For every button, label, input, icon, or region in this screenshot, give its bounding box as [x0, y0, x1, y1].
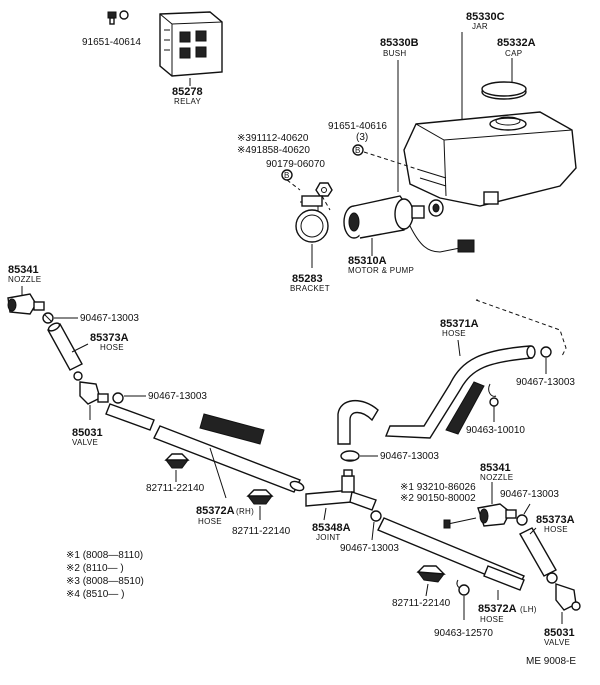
label-bolt-91651-40616: 91651-40616	[328, 121, 387, 132]
label-jar-name: JAR	[472, 22, 488, 31]
label-valve-left-name: VALVE	[72, 438, 98, 447]
label-hose-lh-name: HOSE	[480, 615, 504, 624]
label-valve-left-number: 85031	[72, 427, 103, 439]
label-hose-lh-tag: (LH)	[520, 605, 537, 614]
label-valve-right-number: 85031	[544, 627, 575, 639]
label-nozzle-left-number: 85341	[8, 264, 39, 276]
cap-part	[481, 81, 527, 100]
relay-part	[159, 11, 223, 77]
label-note-391112: ※391112-40620	[237, 133, 309, 144]
label-joint-name: JOINT	[316, 533, 341, 542]
label-clip-joint: 90467-13003	[340, 543, 399, 554]
label-clamp-1: 82711-22140	[146, 483, 205, 494]
legend-item: ※3 (8008—8510)	[66, 576, 144, 587]
label-hose-left-number: 85373A	[90, 332, 129, 344]
label-hose-main-name: HOSE	[442, 329, 466, 338]
valve-right-part	[546, 572, 581, 611]
label-clip-90463-12570: 90463-12570	[434, 628, 493, 639]
label-relay-name: RELAY	[174, 97, 202, 106]
label-relay-number: 85278	[172, 86, 203, 98]
clip-center-part	[340, 450, 360, 462]
hose-lh-stub-part	[483, 565, 525, 591]
legend-item: ※2 (8110— )	[66, 563, 124, 574]
label-clip-mid-left: 90467-13003	[148, 391, 207, 402]
clamp-3-part	[416, 565, 446, 583]
bolt-part	[107, 10, 129, 25]
clip-90463-12570-part	[456, 579, 470, 596]
hose-short-bend-part	[337, 400, 379, 445]
bracket-part	[295, 195, 329, 243]
valve-left-part	[73, 371, 109, 405]
label-hose-rh-number: 85372A	[196, 505, 235, 517]
label-cap-name: CAP	[505, 49, 522, 58]
label-motor-number: 85310A	[348, 255, 387, 267]
joint-part	[305, 469, 377, 511]
label-hose-rh-tag: (RH)	[236, 507, 254, 516]
hose-main-part	[384, 345, 536, 439]
label-clip-center: 90467-13003	[380, 451, 439, 462]
protector-left-part	[199, 413, 265, 445]
label-hose-right-short-name: HOSE	[544, 525, 568, 534]
clip-mid-left-part	[112, 392, 124, 404]
label-clip-right-nozzle: 90467-13003	[500, 489, 559, 500]
label-note-90150: ※2 90150-80002	[400, 493, 476, 504]
label-bush-number: 85330B	[380, 37, 419, 49]
label-bracket-number: 85283	[292, 273, 323, 285]
clip-right-top-part	[540, 346, 552, 358]
clamp-2-part	[246, 489, 274, 505]
clip-right-nozzle-part	[516, 514, 528, 526]
label-motor-name: MOTOR & PUMP	[348, 266, 414, 275]
label-hose-lh-number: 85372A	[478, 603, 517, 615]
label-hose-right-short-number: 85373A	[536, 514, 575, 526]
label-clip-top-left: 90467-13003	[80, 313, 139, 324]
hose-left-part	[47, 322, 83, 371]
footer-code: ME 9008-E	[526, 656, 576, 667]
nut-part	[315, 182, 333, 197]
label-clamp-2: 82711-22140	[232, 526, 291, 537]
svg-text:B: B	[355, 146, 361, 155]
hose-right-short-part	[519, 527, 557, 577]
label-bolt-quantity: (3)	[356, 132, 368, 143]
label-hose-rh-name: HOSE	[198, 517, 222, 526]
label-bush-name: BUSH	[383, 49, 406, 58]
label-nut-90179: 90179-06070	[266, 159, 325, 170]
label-joint-number: 85348A	[312, 522, 351, 534]
label-nozzle-right-name: NOZZLE	[480, 473, 513, 482]
label-cap-number: 85332A	[497, 37, 536, 49]
label-clip-90463-10010: 90463-10010	[466, 425, 525, 436]
label-jar-number: 85330C	[466, 11, 505, 23]
legend-item: ※4 (8510— )	[66, 589, 124, 600]
label-valve-right-name: VALVE	[544, 638, 570, 647]
motor-pump-part	[343, 195, 475, 253]
jar-part	[403, 111, 577, 207]
clip-90463-10010-part	[488, 383, 499, 407]
hose-rh-part	[153, 425, 305, 493]
clip-top-left-part	[42, 312, 54, 324]
clip-joint-part	[370, 510, 382, 522]
label-nozzle-left-name: NOZZLE	[8, 275, 41, 284]
svg-text:B: B	[284, 171, 290, 180]
label-nozzle-right-number: 85341	[480, 462, 511, 474]
label-hose-left-name: HOSE	[100, 343, 124, 352]
clamp-1-part	[164, 453, 190, 469]
label-clamp-3: 82711-22140	[392, 598, 451, 609]
screw-part	[443, 517, 477, 529]
nozzle-right-part	[477, 503, 517, 527]
nozzle-left-part	[7, 293, 45, 315]
protector-right-part	[445, 381, 485, 435]
label-bolt-91651-40614: 91651-40614	[82, 37, 141, 48]
label-note-93210: ※1 93210-86026	[400, 482, 476, 493]
legend: ※1 (8008—8110) ※2 (8110— ) ※3 (8008—8510…	[66, 550, 144, 600]
label-hose-main-number: 85371A	[440, 318, 479, 330]
label-clip-right-top: 90467-13003	[516, 377, 575, 388]
legend-item: ※1 (8008—8110)	[66, 550, 143, 561]
label-bracket-name: BRACKET	[290, 284, 330, 293]
label-note-491858: ※491858-40620	[237, 145, 310, 156]
